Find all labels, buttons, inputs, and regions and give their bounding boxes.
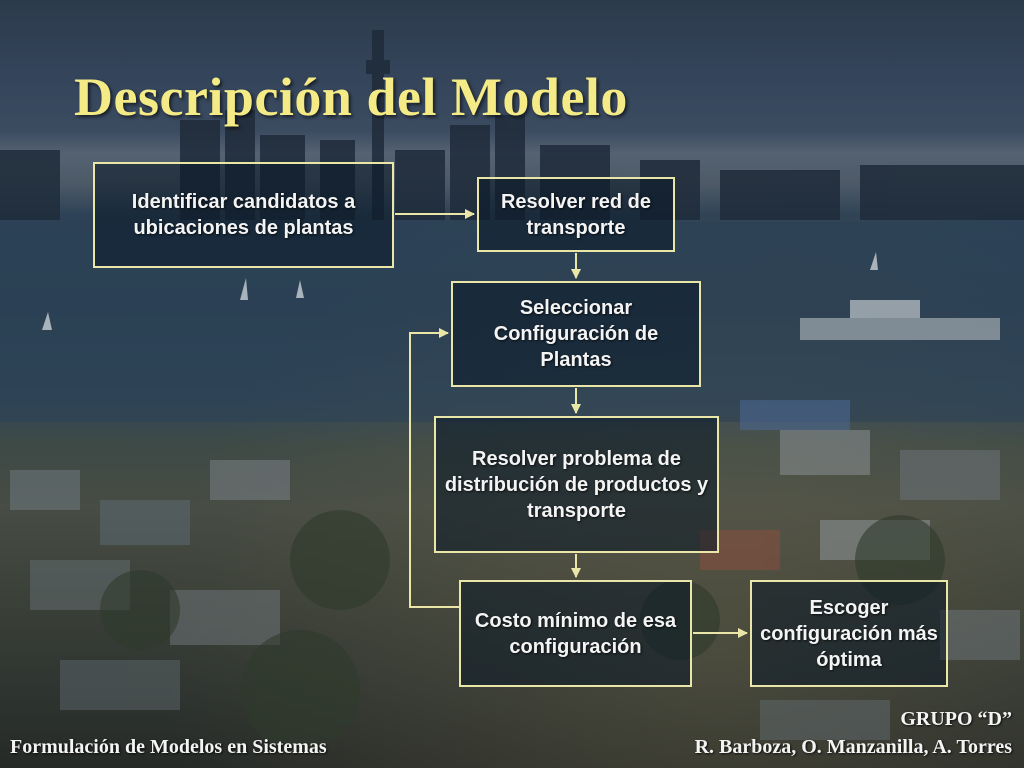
footer-course-name: Formulación de Modelos en Sistemas bbox=[10, 736, 327, 758]
step-select-plant-configuration: Seleccionar Configuración de Plantas bbox=[451, 281, 701, 387]
step-solve-transport-network: Resolver red de transporte bbox=[477, 177, 675, 252]
step-solve-distribution-problem: Resolver problema de distribución de pro… bbox=[434, 416, 719, 553]
step-minimum-cost: Costo mínimo de esa configuración bbox=[459, 580, 692, 687]
footer-authors: R. Barboza, O. Manzanilla, A. Torres bbox=[694, 736, 1012, 758]
step-identify-candidates: Identificar candidatos a ubicaciones de … bbox=[93, 162, 394, 268]
slide-title: Descripción del Modelo bbox=[74, 67, 628, 127]
step-choose-optimal-configuration: Escoger configuración más óptima bbox=[750, 580, 948, 687]
arrow-loop-step5-to-step3 bbox=[409, 328, 459, 608]
footer-group-label: GRUPO “D” bbox=[900, 708, 1012, 730]
